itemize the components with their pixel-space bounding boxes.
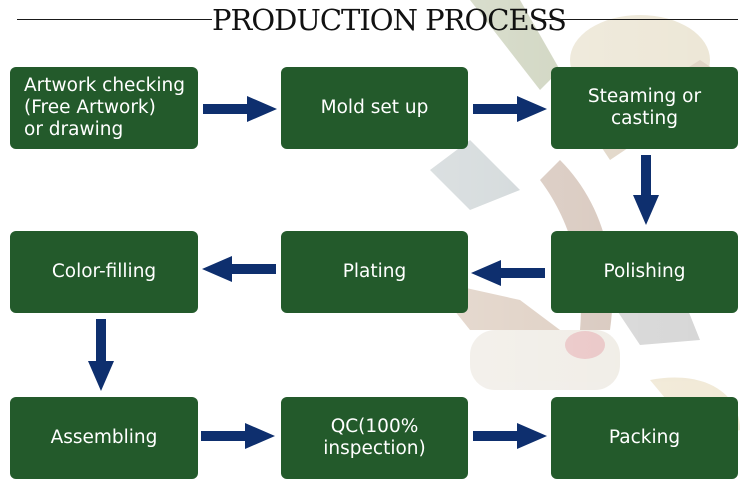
step-label-line: Color-filling (51, 261, 157, 282)
step-label: Artwork checking(Free Artwork)or drawing (24, 75, 185, 141)
step-label: Packing (609, 427, 680, 449)
step-label-line: Mold set up (320, 97, 429, 118)
arrow-down-icon (633, 155, 659, 225)
title-rule-left (17, 19, 212, 20)
step-label: Polishing (603, 261, 685, 283)
arrow-right-icon (473, 96, 547, 122)
title-rule-right (538, 19, 738, 20)
step-label: QC(100%inspection) (323, 416, 425, 460)
arrow-left-icon (471, 260, 545, 286)
arrow-left-icon (202, 256, 276, 282)
step-label-line: Artwork checking (24, 75, 185, 96)
step-label-line: Steaming or (587, 86, 702, 107)
step-artwork-checking: Artwork checking(Free Artwork)or drawing (10, 67, 198, 149)
header: PRODUCTION PROCESS (0, 0, 750, 40)
step-label-line: Polishing (603, 261, 686, 282)
step-color-filling: Color-filling (10, 231, 198, 313)
step-label: Color-filling (52, 261, 156, 283)
step-polishing: Polishing (551, 231, 738, 313)
step-label-line: Packing (608, 427, 681, 448)
step-label-line: Plating (342, 261, 407, 282)
step-label-line: casting (610, 108, 678, 129)
arrow-right-icon (473, 423, 547, 449)
step-label: Mold set up (321, 97, 429, 119)
arrow-right-icon (201, 423, 275, 449)
step-mold-set-up: Mold set up (281, 67, 468, 149)
page-title: PRODUCTION PROCESS (212, 3, 567, 37)
step-label-line: (Free Artwork) (24, 97, 156, 118)
step-plating: Plating (281, 231, 468, 313)
step-label-line: Assembling (50, 427, 158, 448)
step-label-line: QC(100% (330, 416, 419, 437)
step-label: Plating (343, 261, 407, 283)
step-label-line: inspection) (323, 438, 426, 459)
step-label-line: or drawing (24, 119, 124, 140)
step-assembling: Assembling (10, 397, 198, 479)
arrow-down-icon (88, 319, 114, 391)
step-qc-inspection: QC(100%inspection) (281, 397, 468, 479)
step-packing: Packing (551, 397, 738, 479)
step-label: Assembling (51, 427, 158, 449)
arrow-right-icon (203, 96, 277, 122)
